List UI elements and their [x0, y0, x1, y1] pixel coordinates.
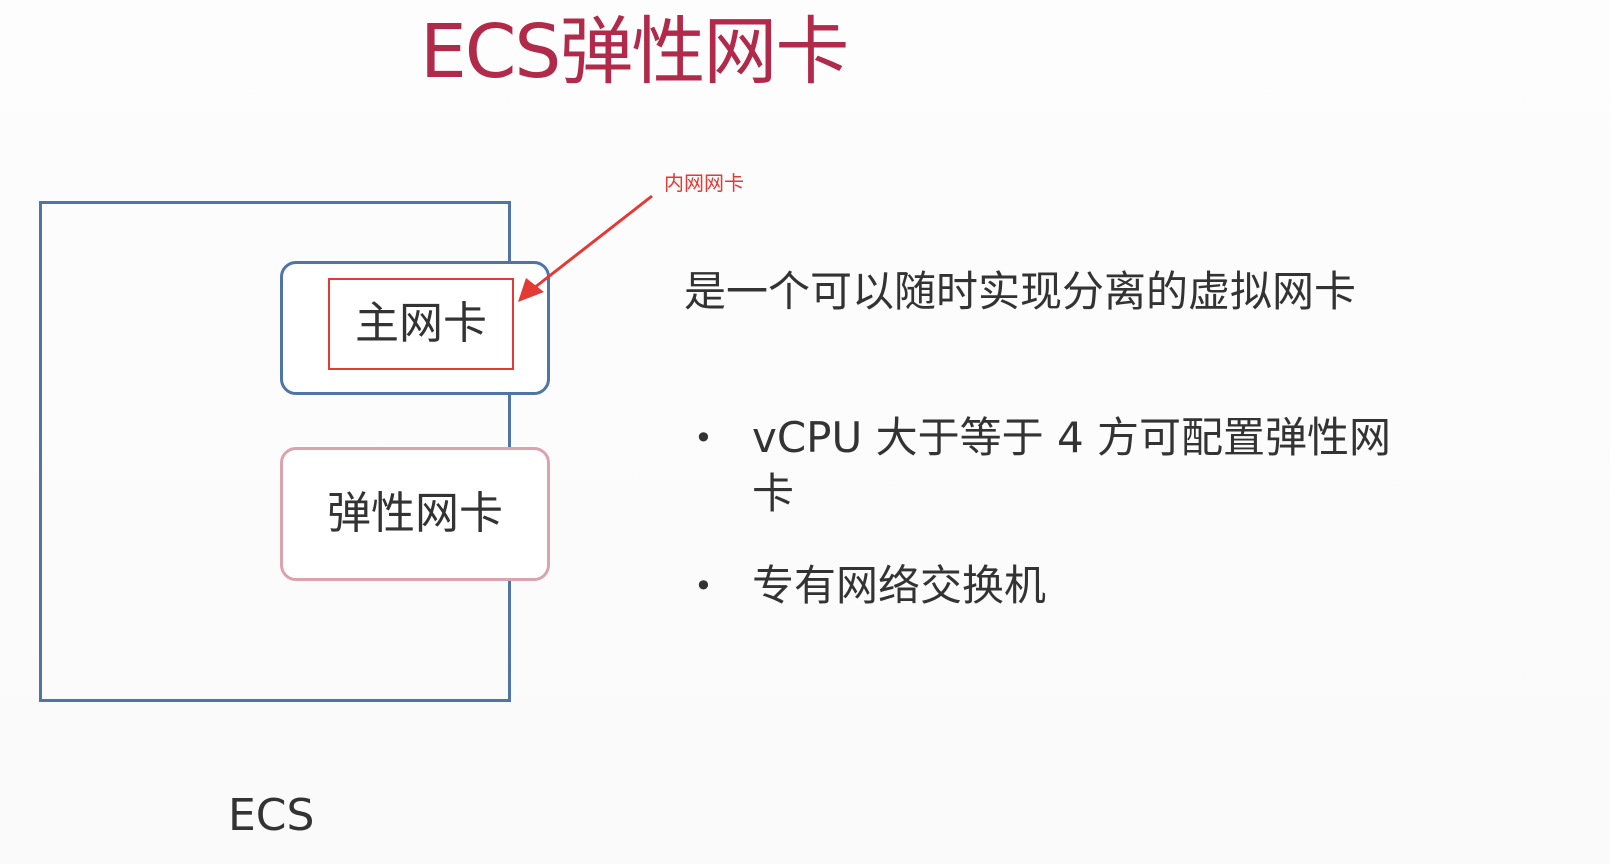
primary-nic-label: 主网卡 [328, 278, 514, 370]
elastic-nic-box: 弹性网卡 [280, 447, 550, 581]
bullet-text: 专有网络交换机 [752, 561, 1047, 610]
bullet-item: • 专有网络交换机 [690, 558, 1430, 614]
primary-nic-box [280, 261, 550, 395]
annotation-arrow-line [533, 194, 653, 290]
bullet-dot-icon: • [694, 567, 713, 605]
bullet-item: • vCPU 大于等于 4 方可配置弹性网卡 [690, 410, 1430, 522]
bullet-text: vCPU 大于等于 4 方可配置弹性网卡 [752, 413, 1392, 518]
feature-bullet-list: • vCPU 大于等于 4 方可配置弹性网卡 • 专有网络交换机 [690, 410, 1430, 614]
nic-description: 是一个可以随时实现分离的虚拟网卡 [684, 267, 1357, 316]
bullet-dot-icon: • [694, 419, 713, 457]
ecs-label: ECS [228, 790, 315, 841]
slide-title: ECS弹性网卡 [420, 9, 849, 95]
annotation-label: 内网网卡 [664, 171, 744, 195]
